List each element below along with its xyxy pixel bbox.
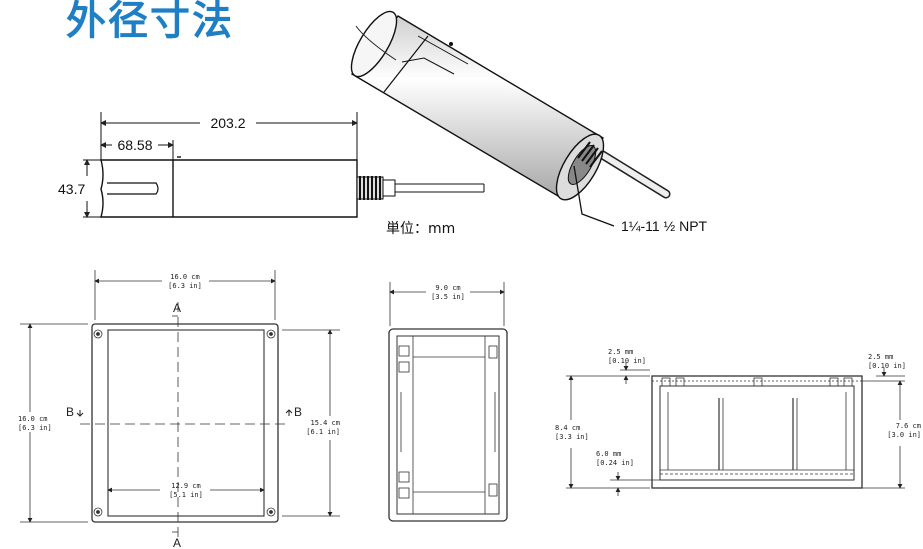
svg-text:15.4 cm: 15.4 cm [310, 419, 340, 427]
svg-text:8.4 cm: 8.4 cm [555, 424, 580, 432]
svg-text:7.6 cm: 7.6 cm [896, 422, 921, 430]
svg-text:16.0 cm: 16.0 cm [170, 273, 200, 281]
svg-text:[0.24 in]: [0.24 in] [596, 459, 634, 467]
enclosure-section-view [566, 362, 905, 496]
enclosure-section-labels: 2.5 mm [0.10 in] 2.5 mm [0.10 in] 8.4 cm… [555, 348, 921, 467]
svg-text:2.5 mm: 2.5 mm [868, 353, 893, 361]
svg-text:[3.3 in]: [3.3 in] [555, 433, 589, 441]
page-title: 外径寸法 [66, 0, 234, 44]
svg-text:[6.1 in]: [6.1 in] [306, 428, 340, 436]
enclosure-front-labels: 16.0 cm [6.3 in] 16.0 cm [6.3 in] 15.4 c… [18, 273, 340, 549]
svg-text:[6.3 in]: [6.3 in] [18, 424, 52, 432]
svg-text:12.9 cm: 12.9 cm [171, 482, 201, 490]
depth-cm-label: 9.0 cm [435, 284, 460, 292]
svg-text:[0.10 in]: [0.10 in] [868, 362, 906, 370]
svg-text:16.0 cm: 16.0 cm [18, 415, 48, 423]
unit-label: 単位：mm [386, 221, 455, 237]
cap-length-label: 68.58 [117, 137, 152, 153]
diameter-label: 43.7 [58, 181, 85, 197]
enclosure-front-view [20, 270, 340, 538]
svg-text:[3.0 in]: [3.0 in] [887, 431, 921, 439]
sensor-side-view [83, 112, 485, 218]
svg-text:[6.3 in]: [6.3 in] [168, 282, 202, 290]
svg-text:[5.1 in]: [5.1 in] [169, 491, 203, 499]
depth-in-label: [3.5 in] [431, 293, 465, 301]
sensor-3d-view [350, 10, 671, 227]
svg-text:[0.10 in]: [0.10 in] [608, 357, 646, 365]
overall-length-label: 203.2 [210, 115, 245, 131]
svg-text:6.0 mm: 6.0 mm [596, 450, 621, 458]
enclosure-side-view [388, 282, 508, 522]
section-b-right: B [294, 405, 302, 419]
section-b-left: B [66, 405, 74, 419]
thread-spec-label: 1¼-11 ½ NPT [621, 218, 708, 234]
section-a-bottom: A [173, 536, 181, 549]
svg-text:2.5 mm: 2.5 mm [608, 348, 633, 356]
section-a-top: A [173, 301, 181, 315]
